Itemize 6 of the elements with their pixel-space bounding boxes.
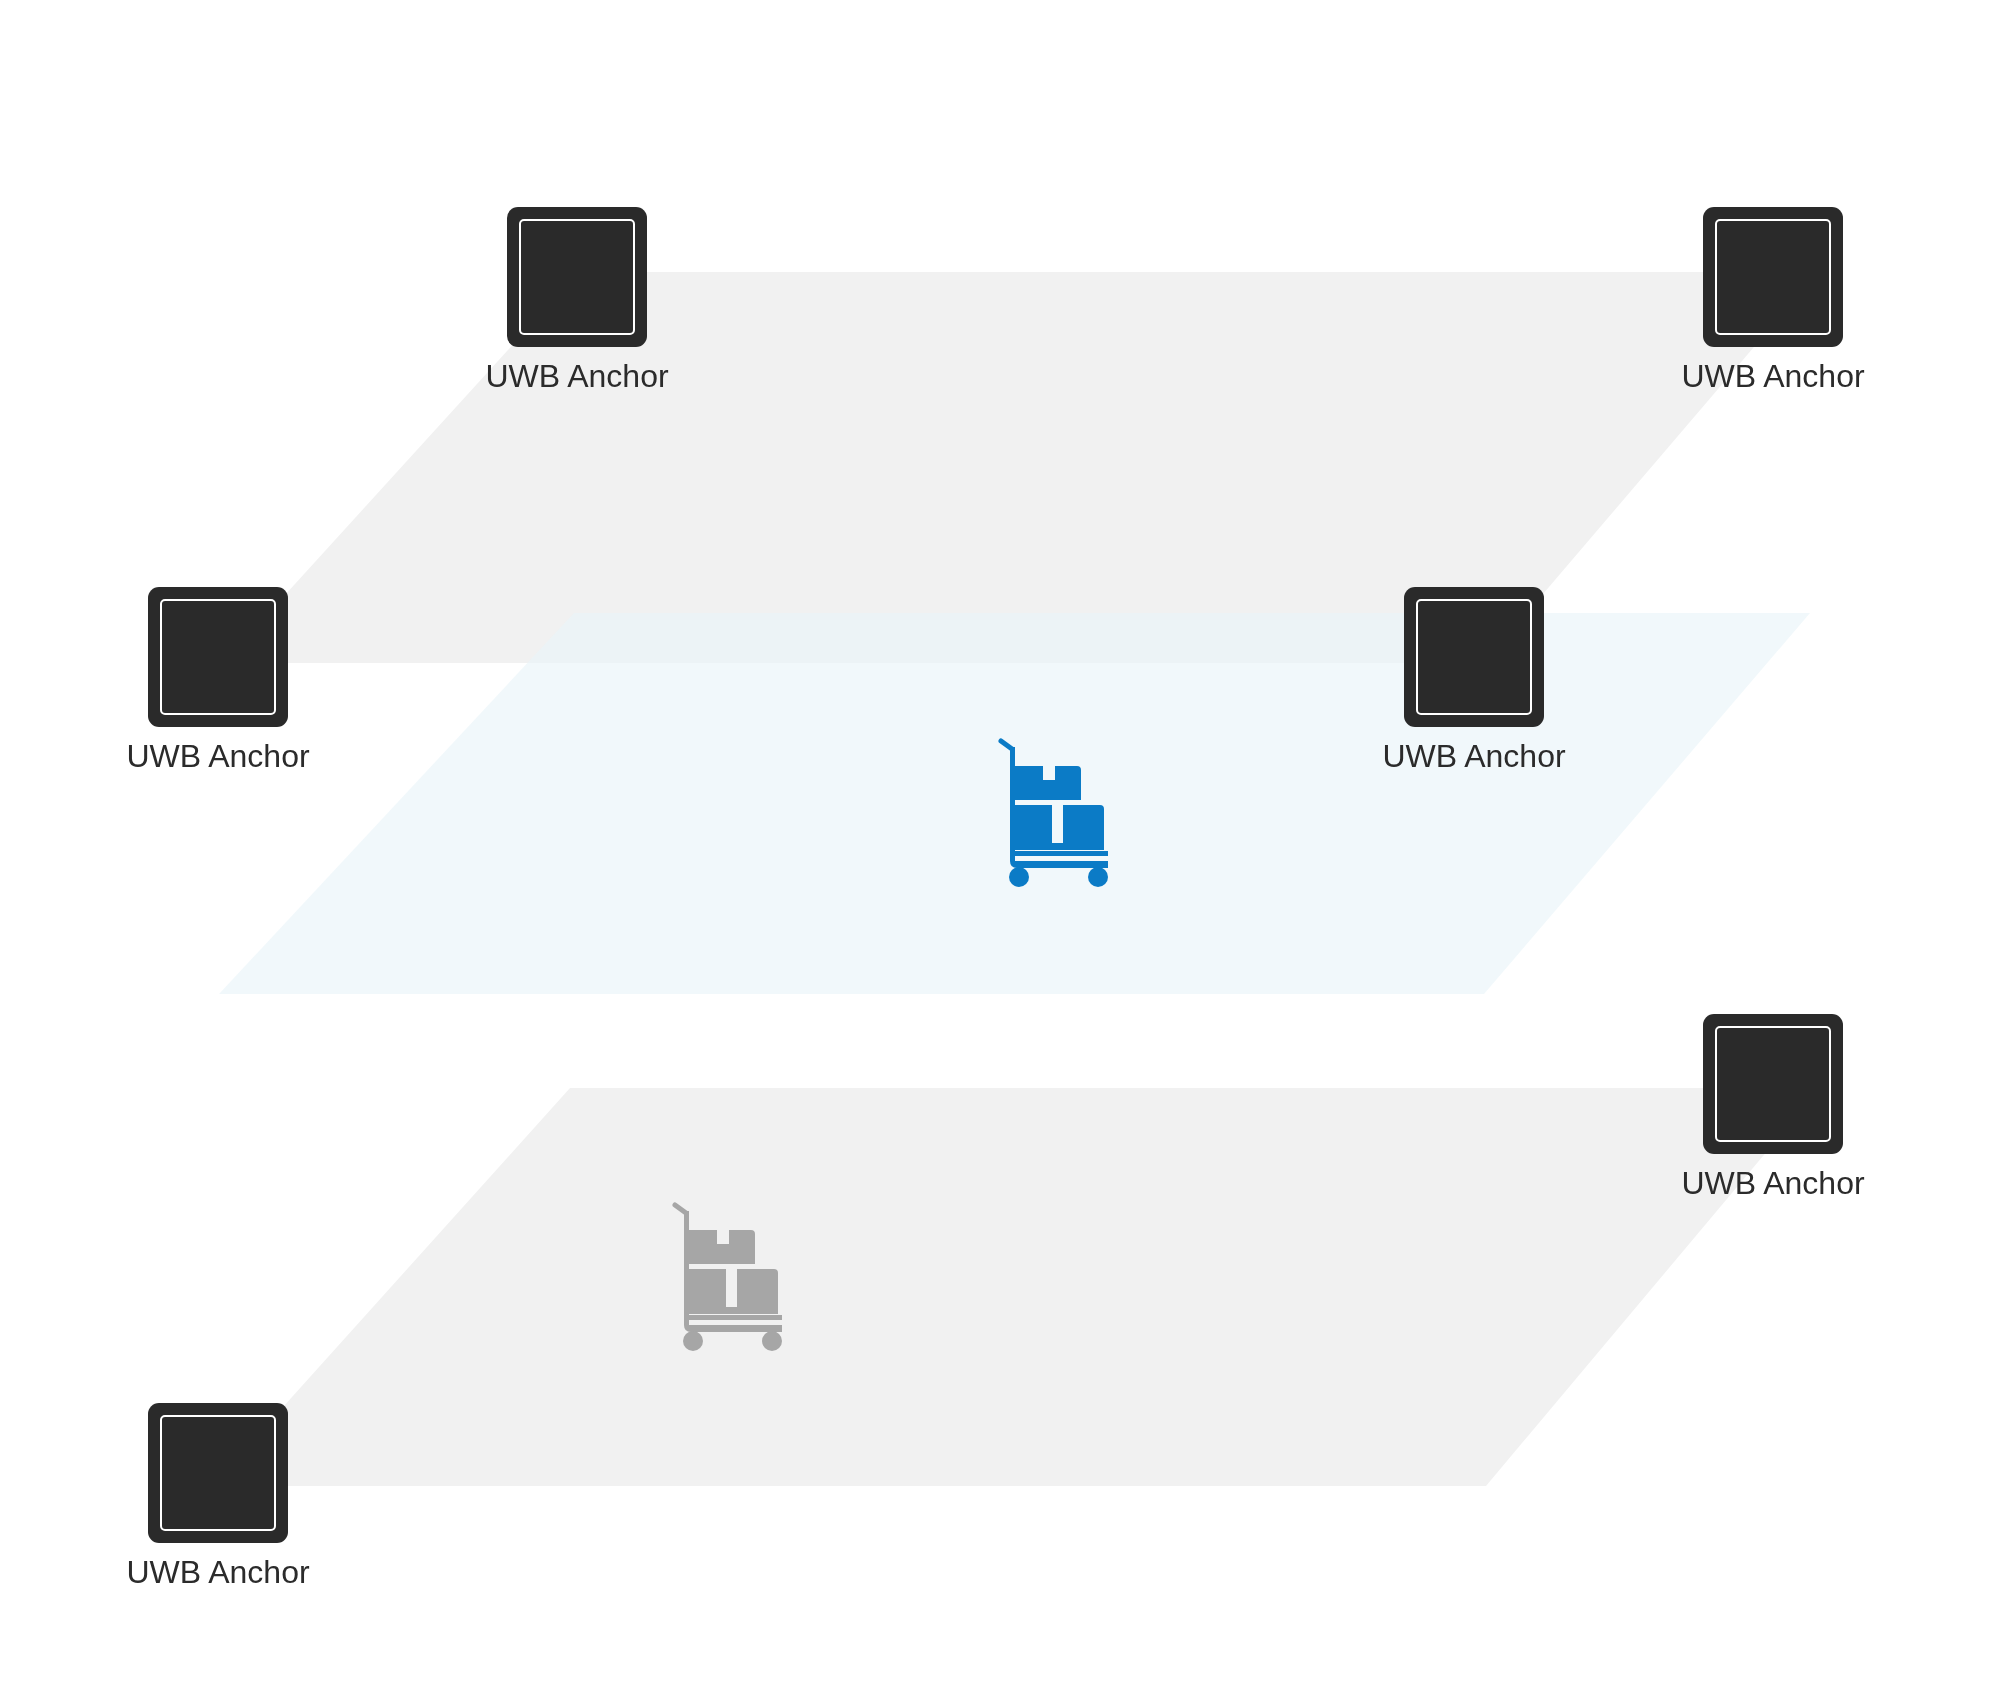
anchor-label: UWB Anchor [1681,357,1865,395]
anchor-label: UWB Anchor [126,1553,310,1591]
anchor-label: UWB Anchor [1382,737,1566,775]
anchor-label: UWB Anchor [485,357,669,395]
anchor-label: UWB Anchor [126,737,310,775]
anchor-label: UWB Anchor [1681,1164,1865,1202]
